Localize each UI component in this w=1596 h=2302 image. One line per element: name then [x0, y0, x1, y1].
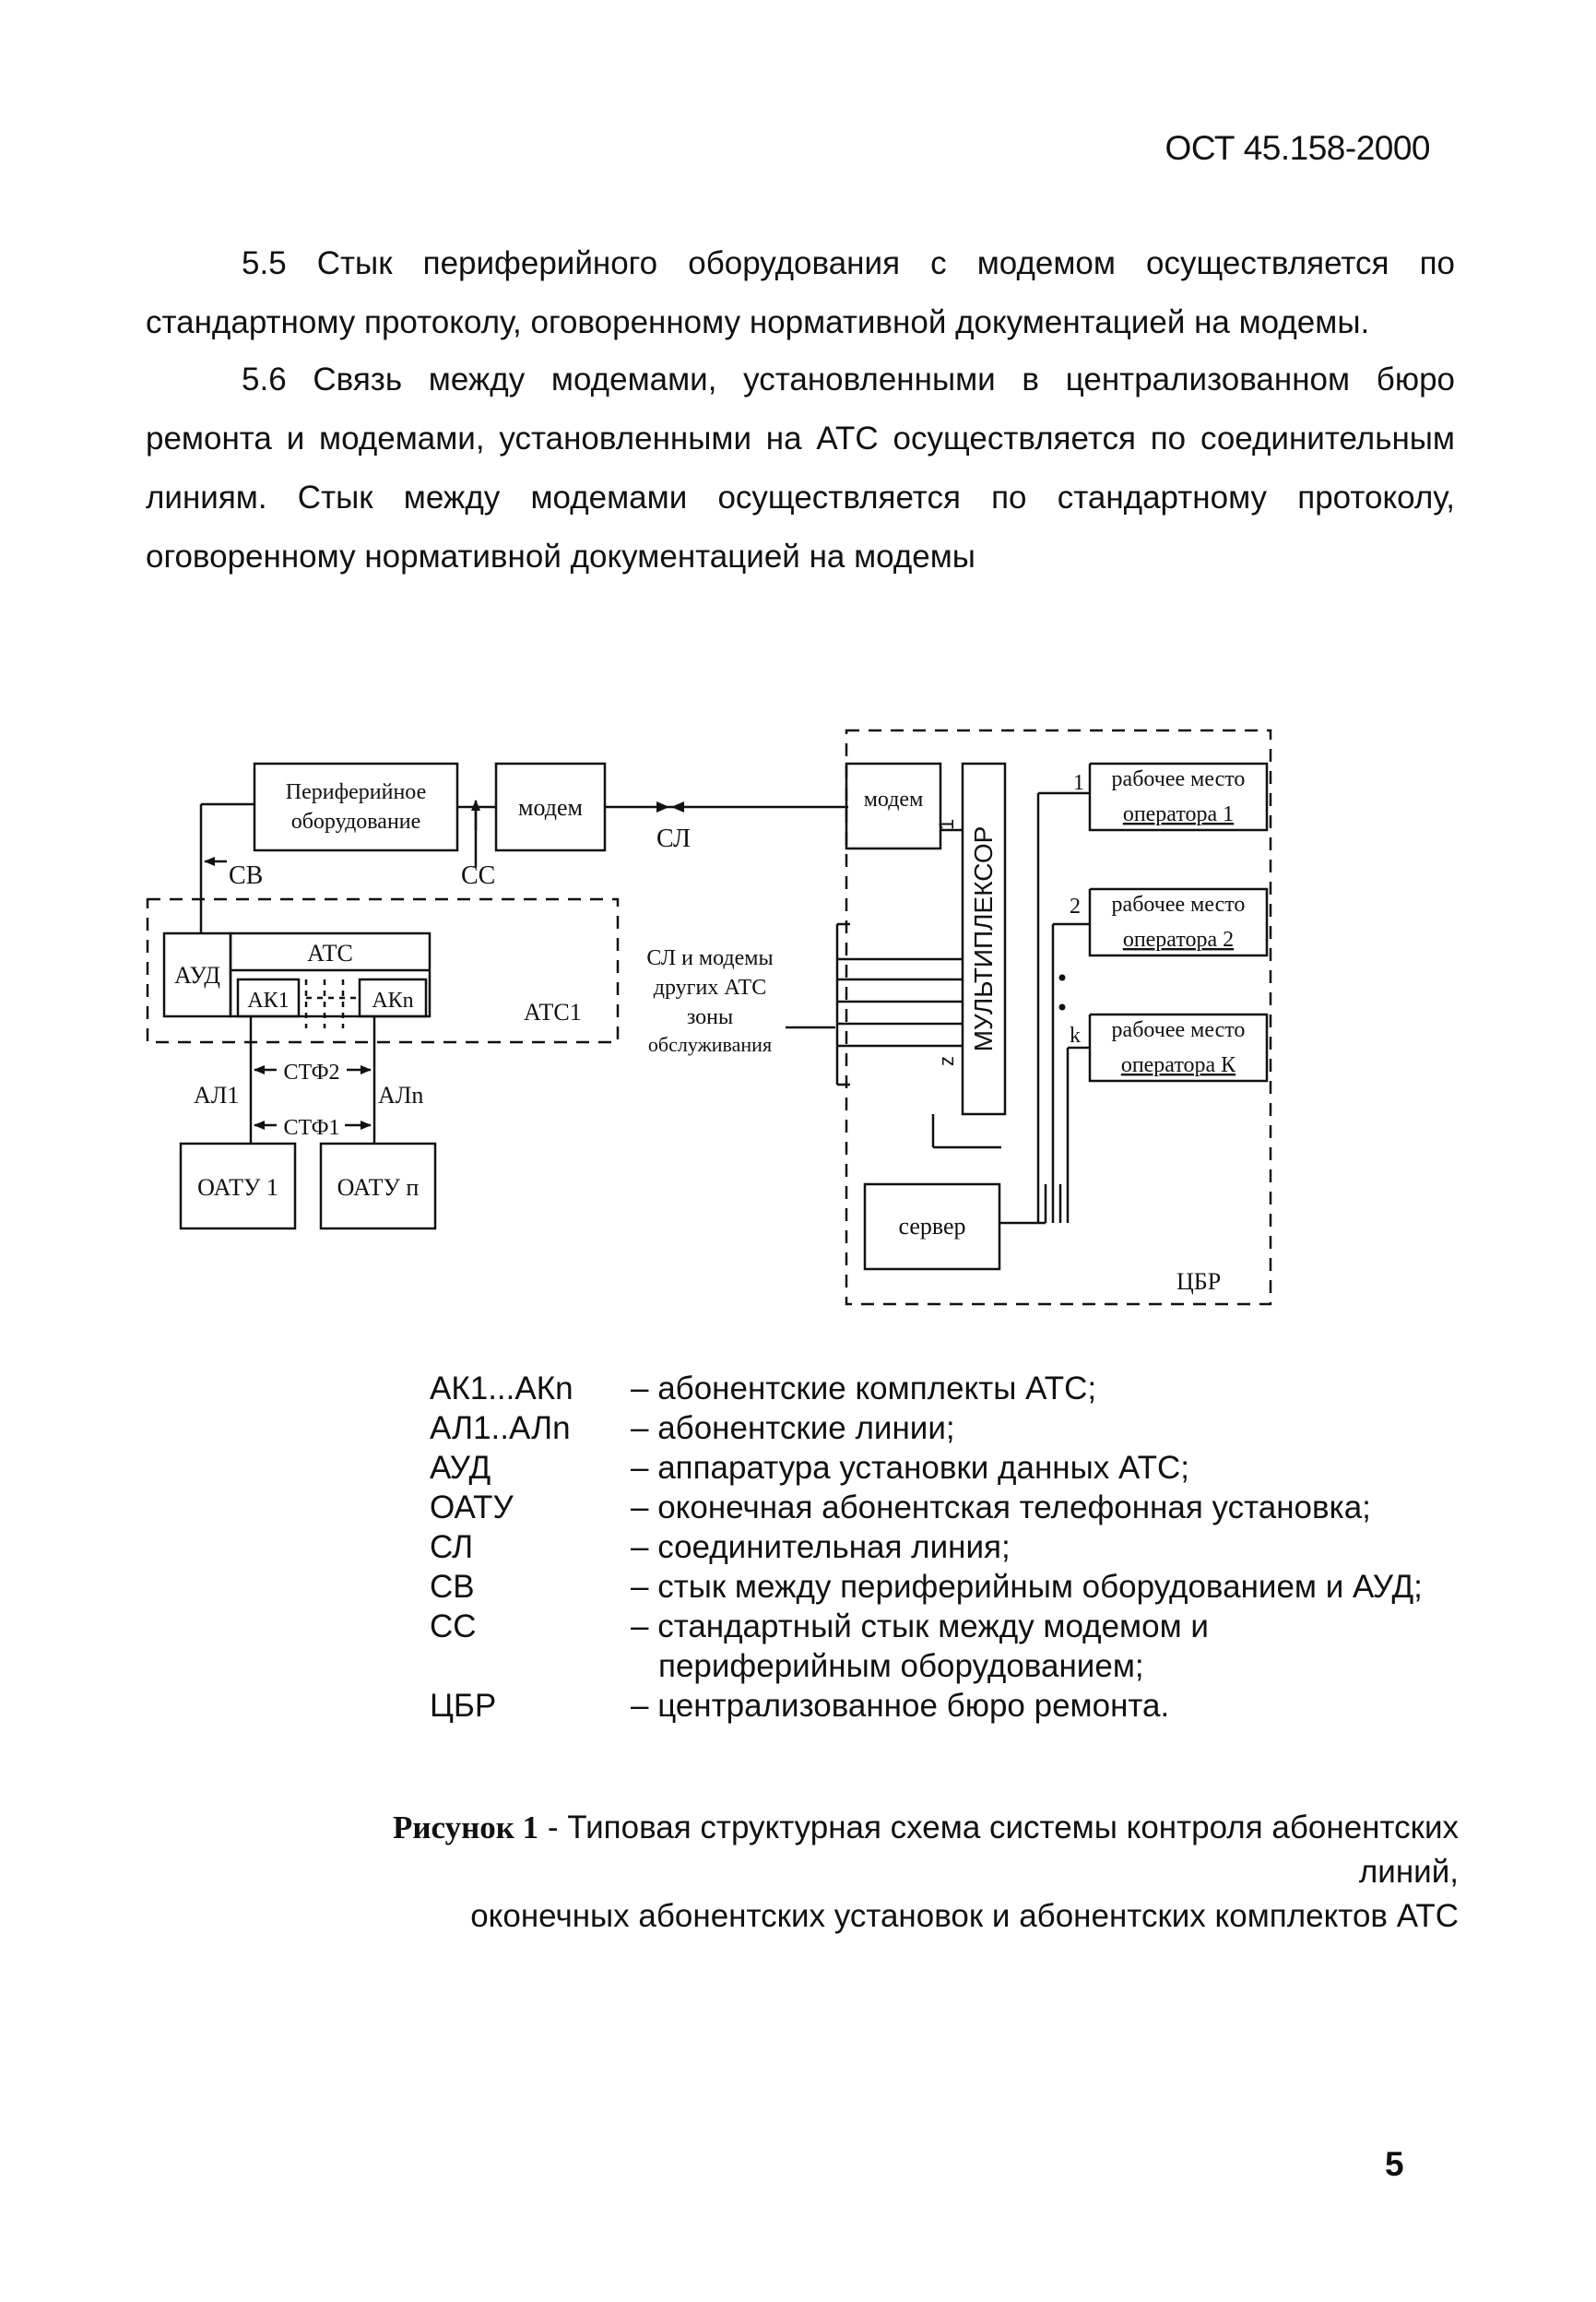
legend-row: АЛ1..АЛn – абонентские линии;	[430, 1408, 1488, 1448]
legend-definition: – централизованное бюро ремонта.	[631, 1688, 1170, 1724]
oatu-1-box	[179, 1142, 297, 1230]
legend-row: периферийным оборудованием;	[430, 1646, 1488, 1686]
akn-label: АКn	[372, 989, 413, 1013]
paragraph-5-5-text: 5.5 Стык периферийного оборудования с мо…	[146, 245, 1455, 340]
cbr-boundary	[845, 729, 1272, 1306]
workstation-1-label-1: рабочее место	[1112, 767, 1246, 791]
legend-row: ОАТУ – оконечная абонентская телефонная у…	[430, 1488, 1488, 1527]
page-number: 5	[1385, 2145, 1404, 2183]
legend-term: СВ	[430, 1569, 475, 1605]
workstation-2-index: 2	[1070, 895, 1081, 919]
other-ats-label-3: зоны	[687, 1005, 733, 1029]
figure-caption: Рисунок 1 - Типовая структурная схема си…	[295, 1806, 1459, 1939]
caption-text-1: - Типовая структурная схема системы конт…	[538, 1810, 1459, 1890]
other-ats-label-2: других АТС	[654, 976, 766, 1000]
workstation-1-index: 1	[1073, 771, 1084, 795]
modem-right-label: модем	[864, 788, 924, 812]
caption-line-1: Рисунок 1 - Типовая структурная схема си…	[295, 1806, 1459, 1894]
legend-term: АУД	[430, 1450, 491, 1486]
legend-term: СЛ	[430, 1529, 474, 1565]
server-label: сервер	[898, 1213, 965, 1240]
ellipsis-dot	[1058, 1003, 1066, 1011]
legend-term: ЦБР	[430, 1688, 497, 1724]
other-ats-label-4: обслуживания	[648, 1033, 772, 1056]
workstation-k-index: k	[1070, 1024, 1081, 1048]
legend-definition: – стык между периферийным оборудованием …	[631, 1569, 1423, 1605]
ak1-box	[236, 978, 301, 1018]
ak1-label: АК1	[247, 989, 289, 1013]
stf1-label: СТФ1	[283, 1116, 339, 1140]
legend-row: СВ – стык между периферийным оборудование…	[430, 1567, 1488, 1607]
legend-row: СС – стандартный стык между модемом и	[430, 1607, 1488, 1646]
workstation-k-label-1: рабочее место	[1112, 1018, 1246, 1042]
ats1-boundary	[146, 897, 620, 1044]
peripheral-label-1: Периферийное	[286, 780, 427, 804]
legend-row: СЛ – соединительная линия;	[430, 1527, 1488, 1567]
other-ats-label-1: СЛ и модемы	[646, 946, 773, 970]
legend-definition: – оконечная абонентская телефонная устан…	[631, 1489, 1371, 1525]
cbr-label: ЦБР	[1176, 1268, 1221, 1295]
akn-box	[358, 978, 428, 1018]
oatu-1-label: ОАТУ 1	[197, 1174, 278, 1201]
caption-label: Рисунок 1	[392, 1810, 539, 1845]
legend-definition: – абонентские линии;	[631, 1410, 955, 1446]
legend-definition: – аппаратура установки данных АТС;	[631, 1450, 1189, 1486]
legend-term: ОАТУ	[430, 1489, 514, 1525]
caption-line-2: оконечных абонентских установок и абонен…	[470, 1898, 1459, 1934]
server-box	[863, 1182, 1001, 1271]
sl-label: СЛ	[656, 825, 691, 853]
paragraph-5-5: 5.5 Стык периферийного оборудования с мо…	[146, 234, 1455, 352]
cv-label: СВ	[229, 861, 263, 890]
legend-term	[430, 1646, 631, 1686]
ats-label: АТС	[307, 940, 353, 967]
legend-row: АУД – аппаратура установки данных АТС;	[430, 1448, 1488, 1488]
legend-row: АК1...АКn – абонентские комплекты АТС;	[430, 1369, 1488, 1408]
legend-definition: – стандартный стык между модемом и	[631, 1608, 1209, 1644]
legend-row: ЦБР – централизованное бюро ремонта.	[430, 1686, 1488, 1726]
aud-label: АУД	[174, 962, 220, 989]
cc-label: СС	[461, 861, 495, 890]
modem-left-box	[494, 762, 607, 852]
oatu-n-box	[319, 1142, 437, 1230]
workstation-k-box	[1088, 1013, 1269, 1083]
ellipsis-dot	[1058, 974, 1066, 981]
legend-term: АЛ1..АЛn	[430, 1410, 571, 1446]
legend-definition: периферийным оборудованием;	[658, 1648, 1144, 1684]
legend-definition: – абонентские комплекты АТС;	[631, 1371, 1097, 1406]
peripheral-label-2: оборудование	[291, 810, 421, 834]
ats-box	[229, 931, 432, 1018]
modem-right-box	[845, 762, 942, 850]
paragraph-5-6: 5.6 Связь между модемами, установленными…	[146, 350, 1455, 587]
mux-input-1-label: 1	[935, 819, 958, 830]
abbreviation-legend: АК1...АКn – абонентские комплекты АТС; АЛ…	[430, 1369, 1488, 1726]
aud-box	[162, 931, 232, 1018]
legend-term: АК1...АКn	[430, 1371, 573, 1406]
document-code: ОСТ 45.158-2000	[1164, 129, 1431, 167]
workstation-1-label-2: оператора 1	[1123, 802, 1234, 826]
legend-definition: – соединительная линия;	[631, 1529, 1011, 1565]
workstation-2-label-2: оператора 2	[1123, 928, 1234, 952]
workstation-1-box	[1088, 762, 1269, 832]
ats1-label: АТС1	[524, 999, 582, 1026]
oatu-n-label: ОАТУ п	[337, 1174, 420, 1201]
legend-term: СС	[430, 1608, 477, 1644]
workstation-2-label-1: рабочее место	[1112, 893, 1246, 917]
multiplexer-box	[961, 762, 1007, 1116]
workstation-2-box	[1088, 887, 1269, 957]
al1-label: АЛ1	[194, 1082, 239, 1109]
modem-left-label: модем	[518, 794, 583, 821]
peripheral-equipment-box	[253, 762, 459, 852]
mux-input-z-label: z	[935, 1056, 958, 1066]
paragraph-5-6-text: 5.6 Связь между модемами, установленными…	[146, 362, 1455, 575]
multiplexer-label: МУЛЬТИПЛЕКСОР	[969, 826, 998, 1052]
workstation-k-label-2: оператора К	[1121, 1053, 1236, 1077]
stf2-label: СТФ2	[283, 1061, 339, 1085]
aln-label: АЛn	[378, 1082, 423, 1109]
